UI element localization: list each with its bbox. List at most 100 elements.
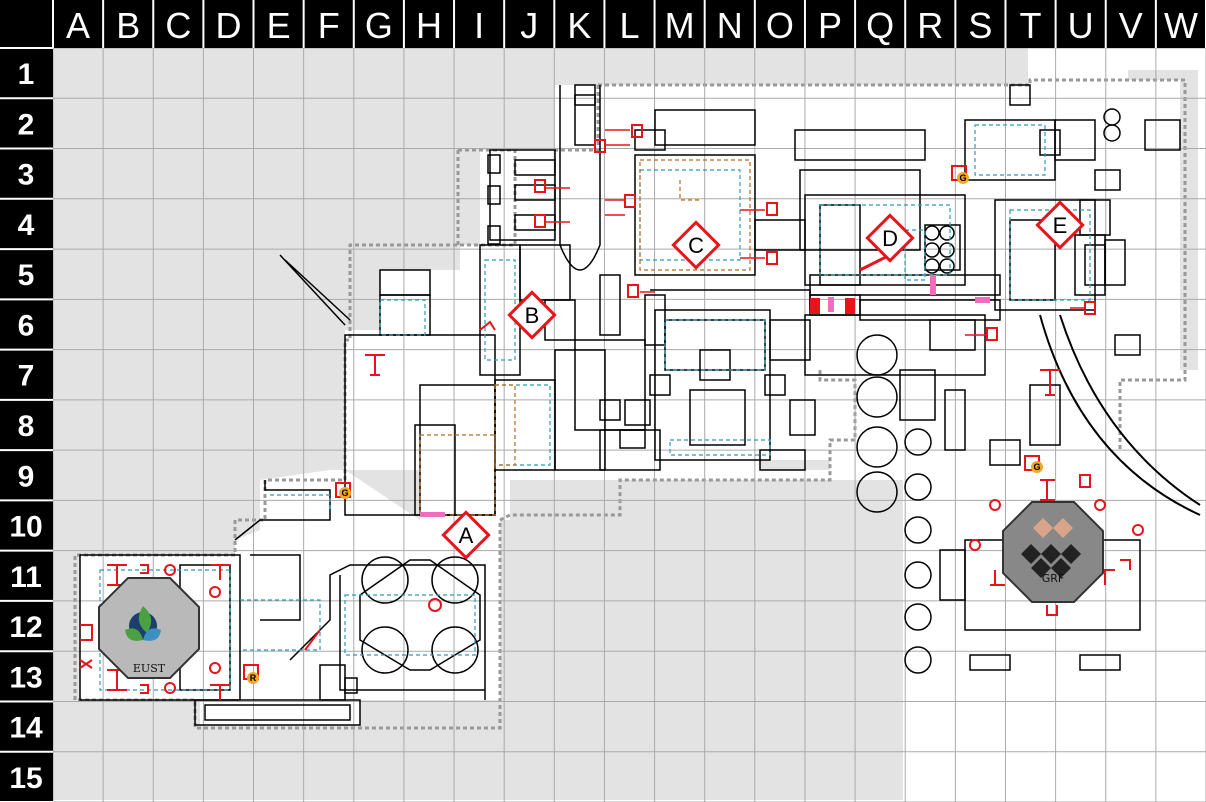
column-label: R	[917, 5, 943, 46]
barricade-icon	[79, 659, 93, 669]
column-label: H	[416, 5, 442, 46]
zone-label: B	[525, 303, 540, 328]
camera-icon	[986, 327, 998, 341]
zone-a-marker[interactable]: A	[441, 510, 491, 560]
barricade-icon	[164, 682, 176, 694]
barricade-icon	[209, 586, 221, 598]
zone-b-marker[interactable]: B	[507, 290, 557, 340]
camera-icon	[631, 124, 643, 138]
barricade-icon	[365, 354, 385, 376]
zone-e-marker[interactable]: E	[1035, 200, 1085, 250]
camera-icon	[594, 139, 606, 153]
row-label: 7	[18, 360, 35, 393]
r-marker-label: R	[250, 673, 257, 683]
row-label: 8	[18, 410, 35, 443]
barricade-icon	[210, 564, 230, 580]
barricade-icon	[1040, 479, 1055, 501]
column-label: C	[165, 5, 191, 46]
row-label: 15	[9, 762, 42, 795]
column-label: L	[619, 5, 639, 46]
grf-emblem: GRF	[1002, 501, 1104, 603]
row-label: 1	[18, 58, 35, 91]
camera-icon	[1079, 474, 1091, 488]
red-markers	[79, 124, 1144, 700]
zone-c-marker[interactable]: C	[671, 220, 721, 270]
column-label: P	[818, 5, 842, 46]
camera-icon	[766, 202, 778, 216]
row-label: 5	[18, 259, 35, 292]
leaf-icon	[138, 606, 152, 633]
row-label: 13	[9, 661, 42, 694]
pink-markers	[420, 275, 990, 517]
row-header-bar	[0, 0, 53, 802]
grf-label: GRF	[1042, 572, 1065, 585]
barricade-icon	[140, 564, 149, 574]
row-label: 9	[18, 460, 35, 493]
camera-icon	[624, 194, 636, 208]
row-label: 14	[9, 712, 43, 745]
eust-emblem: EUST	[98, 577, 200, 679]
barricade-icon	[80, 624, 93, 641]
row-label: 11	[10, 561, 42, 594]
row-label: 6	[18, 309, 35, 342]
camera-icon	[534, 179, 546, 193]
column-label: I	[474, 5, 484, 46]
g-marker-north: G	[951, 165, 969, 184]
column-label: M	[665, 5, 695, 46]
camera-icon	[766, 251, 778, 265]
leaf-icon	[143, 628, 161, 641]
zone-d-marker[interactable]: D	[865, 213, 915, 263]
column-label: J	[520, 5, 538, 46]
column-label: W	[1164, 5, 1198, 46]
barricade-icon	[428, 598, 442, 612]
column-label: Q	[866, 5, 894, 46]
g-marker-label: G	[959, 173, 966, 183]
barricade-icon	[1120, 559, 1131, 570]
barricade-icon	[1046, 605, 1058, 616]
zone-label: A	[459, 523, 474, 548]
column-label: U	[1068, 5, 1094, 46]
barricade-icon	[990, 570, 1005, 586]
spawn-blocks	[810, 298, 855, 314]
g-marker-label: G	[1033, 462, 1040, 472]
column-label: D	[215, 5, 241, 46]
column-label: F	[318, 5, 340, 46]
g-marker-label: G	[341, 488, 348, 498]
column-label: O	[766, 5, 794, 46]
column-label: E	[267, 5, 291, 46]
camera-icon	[534, 214, 546, 228]
row-label: 12	[9, 611, 42, 644]
r-marker: R	[243, 664, 259, 684]
row-label: 10	[9, 511, 42, 544]
barricade-icon	[479, 320, 496, 331]
column-label: K	[567, 5, 591, 46]
zone-label: C	[688, 233, 704, 258]
zone-label: E	[1053, 213, 1068, 238]
orange-paths	[419, 159, 751, 516]
barricade-icon	[1132, 524, 1144, 536]
column-label: G	[365, 5, 393, 46]
column-label: N	[717, 5, 743, 46]
barricade-icon	[1094, 499, 1106, 511]
barricade-icon	[1040, 369, 1060, 396]
column-label: A	[66, 5, 90, 46]
row-label: 2	[18, 108, 35, 141]
grf-logo-icon	[1021, 544, 1081, 578]
barricade-icon	[989, 499, 1001, 511]
barricade-icon	[210, 684, 230, 700]
barricade-icon	[304, 629, 321, 651]
g-marker-west: G	[335, 482, 351, 499]
zone-label: D	[882, 226, 898, 251]
row-label: 4	[18, 209, 35, 242]
map-grid	[52, 47, 1206, 802]
row-label: 3	[18, 159, 35, 192]
grf-logo-icon	[1033, 518, 1073, 538]
column-label: S	[968, 5, 992, 46]
camera-icon	[627, 284, 639, 298]
column-label: B	[116, 5, 140, 46]
barricade-icon	[164, 564, 176, 576]
